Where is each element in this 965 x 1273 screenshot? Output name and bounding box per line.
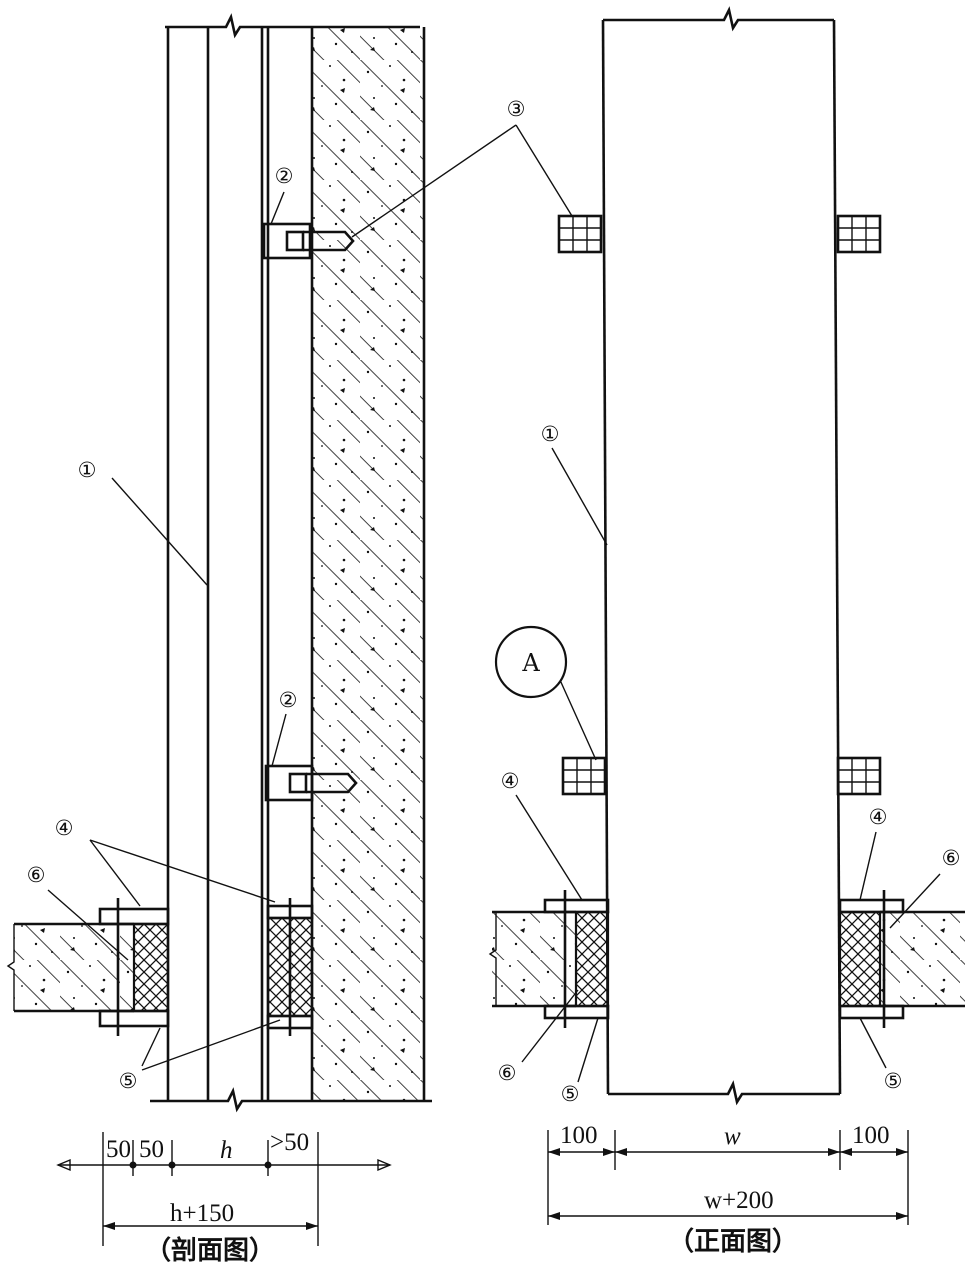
callout-2-lower: ② — [279, 688, 298, 712]
leaders-front — [515, 124, 941, 1083]
callout-2-upper: ② — [275, 164, 294, 188]
fire-seal-front-right — [838, 910, 882, 1008]
dimension-labels: 50 50 h >50 h+150 100 w 100 w+200 — [106, 1122, 890, 1227]
leaders-section — [47, 124, 517, 1071]
dim-w: w — [724, 1123, 741, 1150]
dim-100-right: 100 — [852, 1122, 890, 1149]
floor-slab-section — [14, 924, 134, 1011]
anchor-bolt-lower — [264, 764, 358, 802]
detail-a-label: A — [521, 649, 540, 677]
dim-w-200: w+200 — [704, 1187, 774, 1214]
callout-1-section: ① — [78, 458, 97, 482]
duct-walls-front — [601, 19, 842, 1095]
dim-gt50: >50 — [270, 1129, 309, 1156]
duct-walls-section — [166, 27, 270, 1101]
dim-50-b: 50 — [139, 1136, 164, 1163]
callout-6-section: ⑥ — [27, 863, 46, 887]
front-bottom-break-line — [608, 1080, 840, 1106]
front-dimensions — [547, 1130, 909, 1225]
floor-slab-front-left — [492, 912, 576, 1006]
callout-5-front-left: ⑤ — [561, 1082, 580, 1106]
callout-4-front-left: ④ — [501, 769, 520, 793]
detail-a-circle — [494, 625, 568, 699]
callout-5-section: ⑤ — [119, 1069, 138, 1093]
callout-1-front: ① — [541, 422, 560, 446]
dim-h: h — [220, 1137, 233, 1164]
fire-seal-front-left — [574, 910, 610, 1008]
bolt-plates-front — [557, 214, 882, 796]
dim-h-150: h+150 — [170, 1200, 234, 1227]
callout-6-front-left: ⑥ — [498, 1061, 517, 1085]
callout-4-front-right: ④ — [869, 805, 888, 829]
callout-labels: ① ② ② ③ ④ ⑥ ⑤ ① ④ ⑥ ⑤ ④ ⑥ ⑤ A — [27, 97, 961, 1106]
caption-section: （剖面图） — [145, 1235, 275, 1266]
section-dimensions — [56, 1132, 392, 1246]
section-view — [6, 13, 517, 1246]
floor-slab-front-right — [880, 912, 965, 1006]
front-top-break-line — [603, 6, 834, 32]
anchor-bolt-upper — [262, 222, 355, 260]
callout-5-front-right: ⑤ — [884, 1069, 903, 1093]
concrete-wall — [312, 27, 424, 1101]
fire-seal-block-left — [132, 922, 170, 1013]
flanges-section — [98, 898, 314, 1036]
captions: （剖面图） （正面图） — [145, 1227, 798, 1266]
dim-50-a: 50 — [106, 1136, 131, 1163]
bottom-break-line — [150, 1087, 432, 1113]
callout-4-section: ④ — [55, 816, 74, 840]
callout-6-front-right: ⑥ — [942, 846, 961, 870]
callout-3: ③ — [507, 97, 526, 121]
dim-100-left: 100 — [560, 1122, 598, 1149]
caption-front: （正面图） — [668, 1227, 798, 1257]
front-view — [488, 6, 965, 1225]
top-break-line — [165, 13, 420, 39]
